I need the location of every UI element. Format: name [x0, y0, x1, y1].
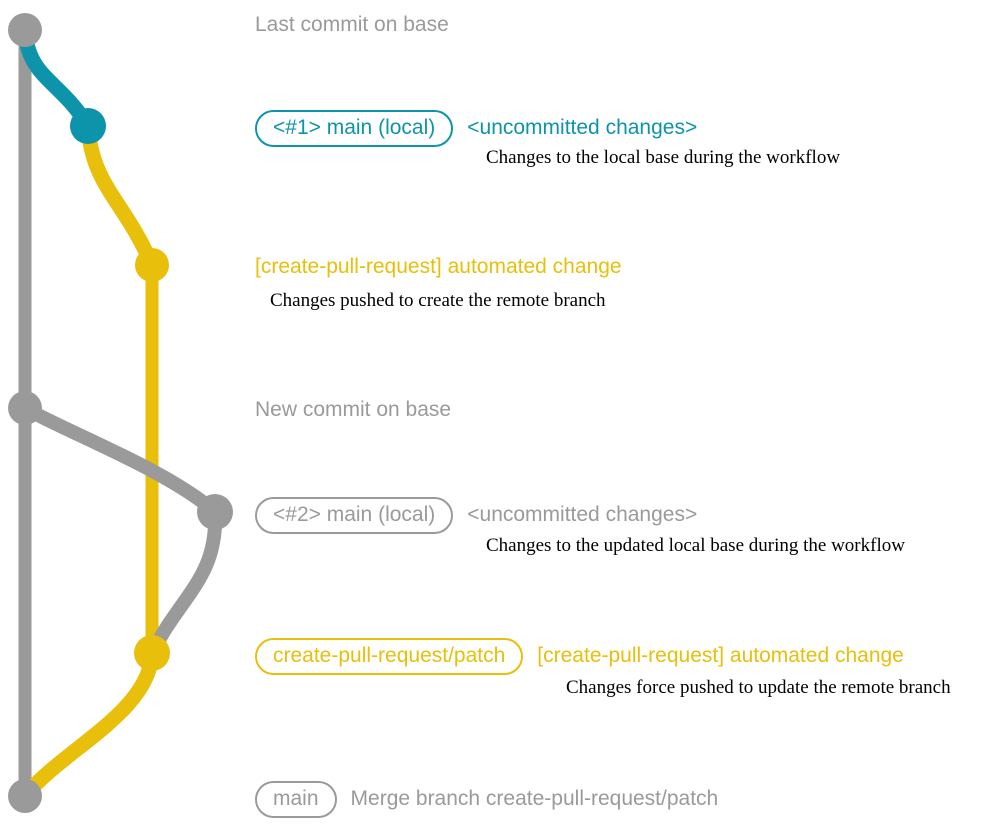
commit-description-automated-change-1: Changes pushed to create the remote bran…	[270, 290, 606, 311]
commit-description-local-1: Changes to the local base during the wor…	[486, 147, 841, 168]
commit-subject-last-commit-on-base: Last commit on base	[255, 13, 449, 36]
commit-row-merge: main Merge branch create-pull-request/pa…	[255, 781, 718, 818]
commit-subject-automated-change-1: [create-pull-request] automated change	[255, 255, 622, 278]
commit-node-local-1[interactable]	[70, 108, 106, 144]
commit-node-local-2[interactable]	[197, 494, 233, 530]
branch-line-patch-upper	[80, 118, 160, 273]
branch-line-merge-out	[145, 505, 223, 660]
branch-badge-main[interactable]: main	[255, 781, 337, 818]
commit-node-patch-2[interactable]	[134, 635, 170, 671]
commit-subject-merge: Merge branch create-pull-request/patch	[350, 787, 719, 810]
commit-row-local-2: <#2> main (local) <uncommitted changes>	[255, 497, 697, 534]
commit-row-local-1: <#1> main (local) <uncommitted changes>	[255, 110, 697, 147]
commit-subject-local-2: <uncommitted changes>	[467, 503, 698, 526]
commit-subject-new-commit-on-base: New commit on base	[255, 398, 452, 421]
commit-node-merge[interactable]	[8, 779, 42, 813]
branch-line-patch-merge	[17, 645, 160, 804]
branch-badge-create-pull-request-patch[interactable]: create-pull-request/patch	[255, 638, 524, 675]
branch-line-merge-in	[18, 401, 222, 519]
commit-subject-local-1: <uncommitted changes>	[467, 116, 698, 139]
commit-node-base-top[interactable]	[8, 13, 42, 47]
commit-node-patch-1[interactable]	[135, 248, 169, 282]
commit-description-automated-change-2: Changes force pushed to update the remot…	[566, 677, 951, 698]
commit-node-base-new[interactable]	[8, 391, 42, 425]
branch-badge-local-2[interactable]: <#2> main (local)	[255, 497, 454, 534]
commit-description-local-2: Changes to the updated local base during…	[486, 535, 905, 556]
commit-row-automated-change-2: create-pull-request/patch [create-pull-r…	[255, 638, 904, 675]
branch-badge-local-1[interactable]: <#1> main (local)	[255, 110, 454, 147]
commit-subject-automated-change-2: [create-pull-request] automated change	[537, 644, 904, 667]
